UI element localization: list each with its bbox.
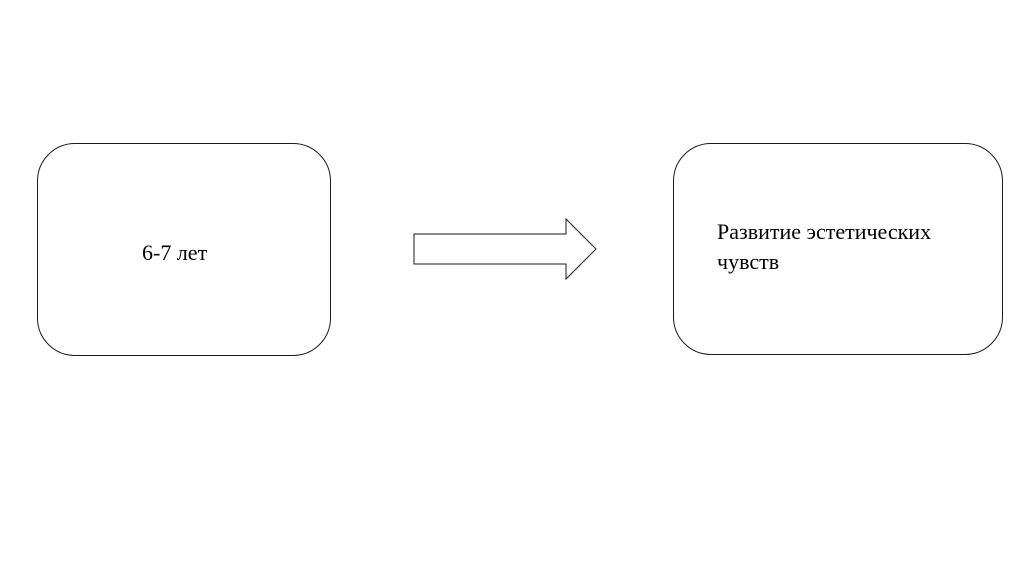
right-arrow-icon	[413, 217, 597, 281]
outcome-label: Развитие эстетических чувств	[717, 219, 932, 274]
age-label: 6-7 лет	[142, 240, 208, 265]
outcome-box: Развитие эстетических чувств	[673, 143, 1003, 355]
age-box: 6-7 лет	[37, 143, 331, 356]
